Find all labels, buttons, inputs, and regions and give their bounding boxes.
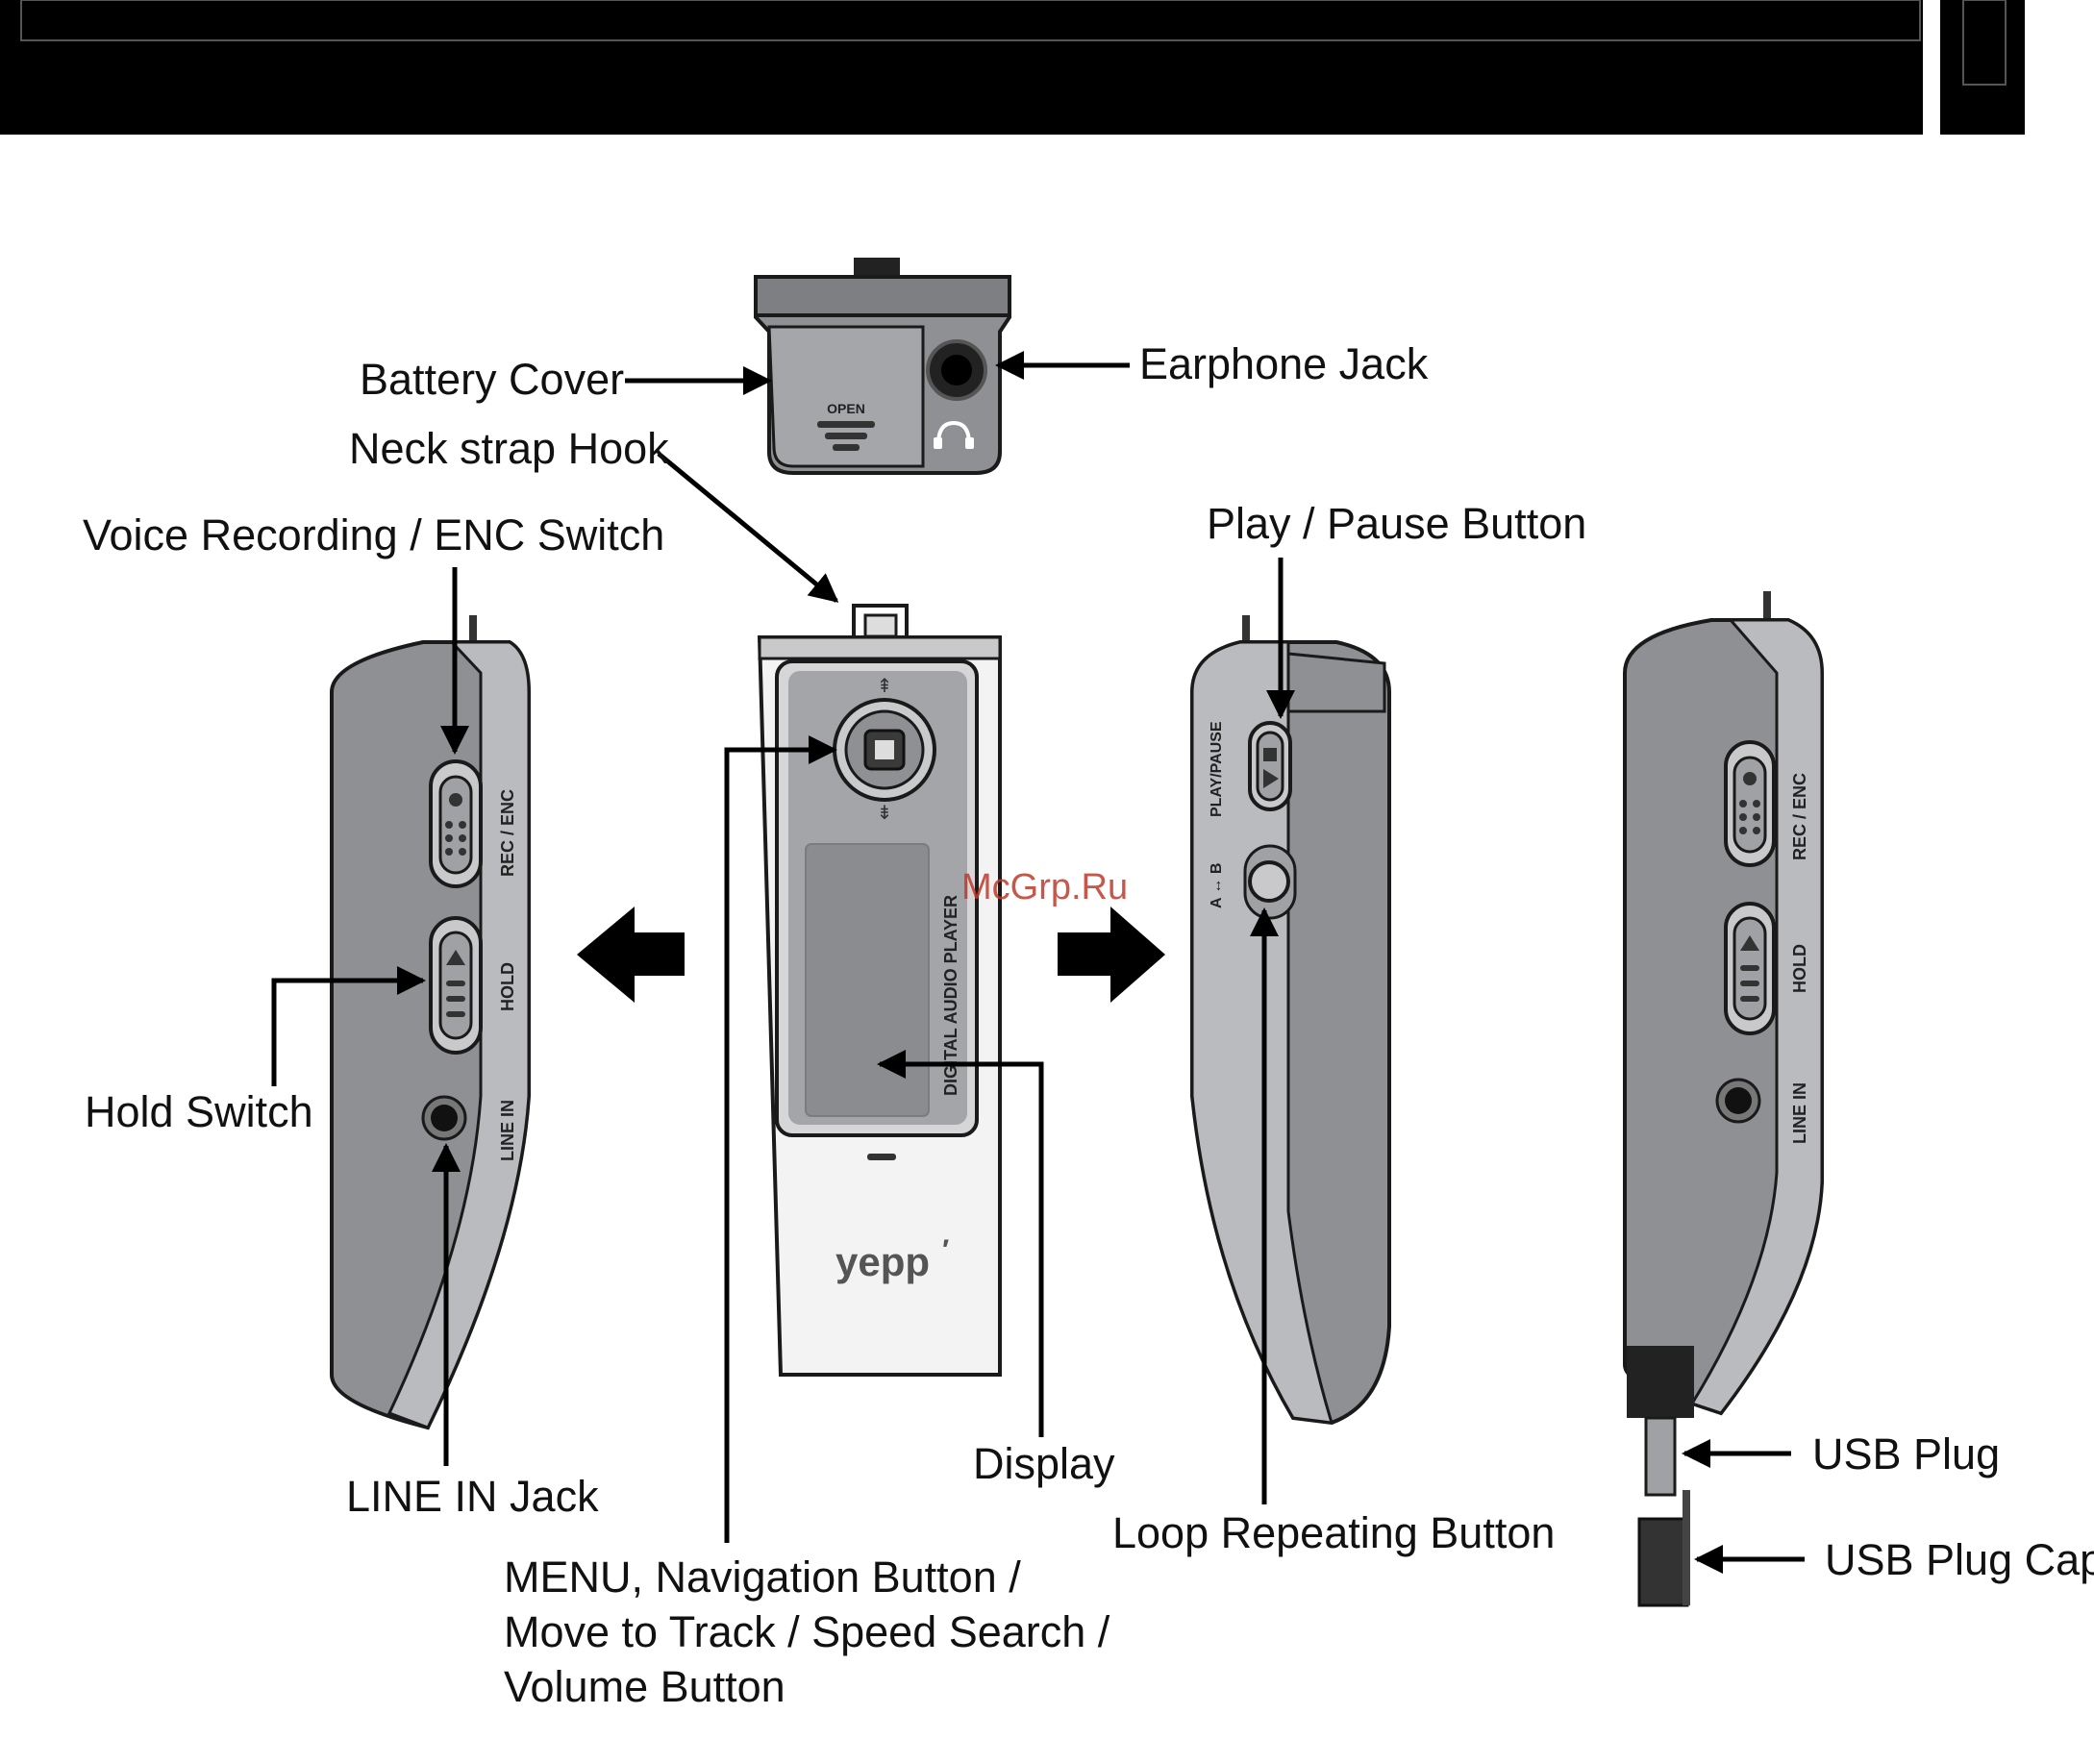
loop-repeating-button[interactable]: [1243, 844, 1297, 920]
headphone-icon: [934, 420, 974, 449]
play-pause-button[interactable]: [1248, 721, 1292, 811]
menu-navigation-button[interactable]: [833, 698, 936, 802]
play-pause-button-label: Play / Pause Button: [1207, 499, 1586, 548]
loop-repeating-label: Loop Repeating Button: [1112, 1508, 1555, 1557]
svg-text:⇞: ⇞: [877, 676, 893, 697]
hold-switch-pointer: [271, 966, 426, 1086]
right-side-device: PLAY/PAUSE A ↔ B: [1190, 615, 1391, 1426]
lcd-display: [805, 843, 930, 1117]
line-in-label: LINE IN: [498, 1100, 517, 1161]
neck-strap-pointer: [657, 452, 839, 603]
menu-navigation-pointer: [724, 735, 837, 1543]
display-pointer: [877, 1050, 1044, 1437]
ab-label: A ↔ B: [1209, 863, 1225, 908]
labels: Battery Cover Earphone Jack Neck strap H…: [83, 339, 2094, 1711]
display-label: Display: [973, 1439, 1115, 1488]
hold-switch[interactable]: [429, 916, 483, 1055]
play-pause-label: PLAY/PAUSE: [1209, 721, 1225, 817]
svg-text:′: ′: [942, 1234, 949, 1266]
hold-switch-right[interactable]: [1724, 902, 1776, 1035]
open-text: OPEN: [827, 401, 865, 416]
svg-text:⇟: ⇟: [877, 803, 893, 824]
header-bar: [0, 0, 2025, 135]
rec-enc-label-right: REC / ENC: [1790, 773, 1809, 860]
usb-plug-cap: [1637, 1490, 1690, 1607]
usb-plug-cap-label: USB Plug Cap: [1825, 1535, 2094, 1584]
top-view-device: OPEN: [754, 258, 1011, 475]
product-text: DIGITAL AUDIO PLAYER: [941, 895, 960, 1096]
left-direction-arrow: [577, 907, 685, 1003]
earphone-jack-label: Earphone Jack: [1139, 339, 1429, 388]
hold-label-right: HOLD: [1790, 944, 1809, 993]
menu-nav-label-line2: Move to Track / Speed Search /: [504, 1607, 1110, 1656]
usb-plug: [1627, 1346, 1694, 1497]
line-in-jack-label: LINE IN Jack: [346, 1472, 599, 1521]
battery-cover-label: Battery Cover: [360, 355, 624, 404]
far-right-side-device: REC / ENC HOLD LINE IN: [1623, 591, 1824, 1607]
line-in-label-right: LINE IN: [1790, 1082, 1809, 1144]
yepp-logo: yepp: [835, 1239, 930, 1284]
neck-strap-hook-label: Neck strap Hook: [349, 424, 669, 473]
rec-enc-switch-right[interactable]: [1724, 740, 1776, 867]
menu-nav-label-line3: Volume Button: [504, 1662, 785, 1711]
front-view-device: ⇞ ⇟ DIGITAL AUDIO PLAYER yepp ′: [757, 604, 1002, 1377]
hold-switch-label: Hold Switch: [85, 1087, 313, 1136]
rec-enc-label: REC / ENC: [498, 789, 517, 877]
left-side-device: REC / ENC HOLD LINE IN: [330, 615, 531, 1430]
watermark: McGrp.Ru: [961, 867, 1128, 907]
right-direction-arrow: [1058, 907, 1165, 1003]
callout-lines: [271, 351, 1805, 1574]
voice-recording-label: Voice Recording / ENC Switch: [83, 510, 664, 559]
menu-nav-label-line1: MENU, Navigation Button /: [504, 1553, 1021, 1602]
usb-plug-label: USB Plug: [1812, 1429, 2000, 1478]
rec-enc-switch[interactable]: [429, 759, 483, 888]
hold-label: HOLD: [498, 962, 517, 1011]
